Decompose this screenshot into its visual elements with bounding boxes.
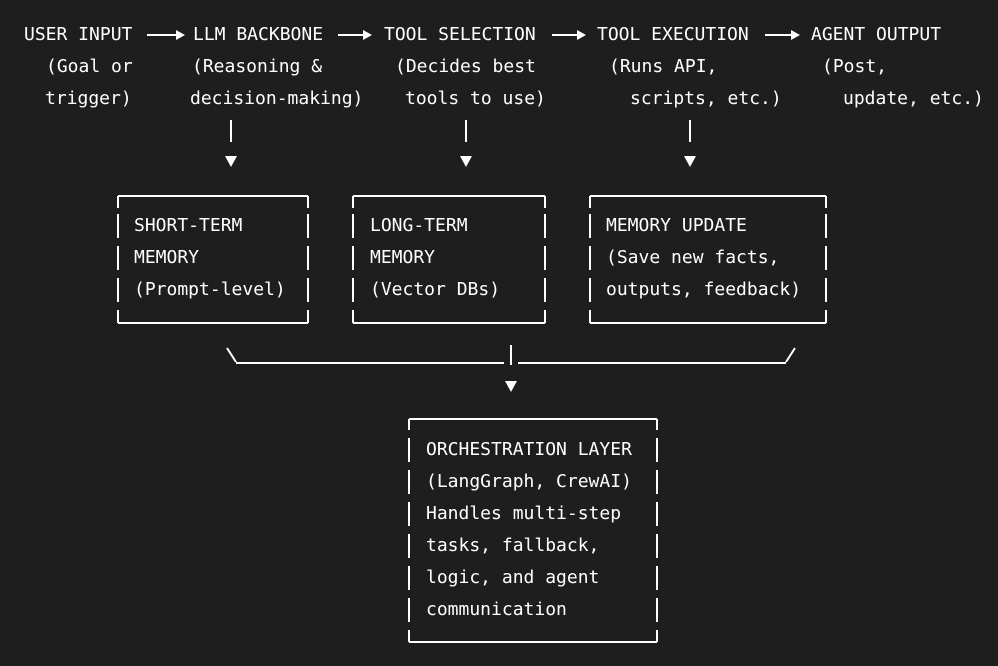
long-term-memory-box: LONG-TERM MEMORY (Vector DBs) [353,196,546,324]
stage-llm-backbone-desc-1: (Reasoning & [192,56,323,77]
stage-llm-backbone-desc-2: decision-making) [190,88,364,109]
memory-update-line-3: outputs, feedback) [606,279,802,300]
stage-tool-execution-title: TOOL EXECUTION [597,24,749,45]
stage-tool-selection-desc-2: tools to use) [405,88,546,109]
long-term-memory-line-1: LONG-TERM [370,215,468,236]
orchestration-line-1: ORCHESTRATION LAYER [426,439,632,460]
stage-tool-selection-title: TOOL SELECTION [384,24,536,45]
memory-update-line-1: MEMORY UPDATE [606,215,747,236]
stage-user-input-desc-1: (Goal or [46,56,133,77]
orchestration-line-4: tasks, fallback, [426,535,600,556]
stage-agent-output-desc-2: update, etc.) [843,88,984,109]
arrow-input-to-llm [147,30,185,40]
drop-selection-to-long-term [460,120,472,167]
short-term-memory-line-3: (Prompt-level) [134,279,286,300]
long-term-memory-line-3: (Vector DBs) [370,279,501,300]
stage-agent-output-title: AGENT OUTPUT [811,24,942,45]
orchestration-line-2: (LangGraph, CrewAI) [426,471,632,492]
stage-tool-selection-desc-1: (Decides best [395,56,536,77]
memory-update-line-2: (Save new facts, [606,247,780,268]
orchestration-line-5: logic, and agent [426,567,600,588]
stage-user-input-desc-2: trigger) [45,88,132,109]
arrow-selection-to-execution [552,30,586,40]
stage-llm-backbone-title: LLM BACKBONE [193,24,324,45]
memory-merge-connector [226,345,796,365]
short-term-memory-box: SHORT-TERM MEMORY (Prompt-level) [118,196,309,324]
drop-llm-to-short-term [225,120,237,167]
stage-user-input-title: USER INPUT [24,24,133,45]
short-term-memory-line-1: SHORT-TERM [134,215,243,236]
update-box-border [589,195,827,324]
long-term-memory-line-2: MEMORY [370,247,436,268]
memory-update-box: MEMORY UPDATE (Save new facts, outputs, … [590,196,827,324]
stage-tool-execution-desc-2: scripts, etc.) [630,88,782,109]
arrow-llm-to-selection [338,30,372,40]
short-term-memory-line-2: MEMORY [134,247,200,268]
orchestration-line-6: communication [426,599,567,620]
orchestration-line-3: Handles multi-step [426,503,622,524]
arrow-execution-to-output [765,30,800,40]
long-term-box-border [352,195,546,324]
drop-execution-to-update [684,120,696,167]
orchestration-box-border [408,418,658,643]
stage-agent-output-desc-1: (Post, [822,56,888,77]
short-term-box-border [117,195,309,324]
drop-to-orchestration [505,381,517,392]
stage-tool-execution-desc-1: (Runs API, [609,56,718,77]
orchestration-layer-box: ORCHESTRATION LAYER (LangGraph, CrewAI) … [409,419,658,643]
